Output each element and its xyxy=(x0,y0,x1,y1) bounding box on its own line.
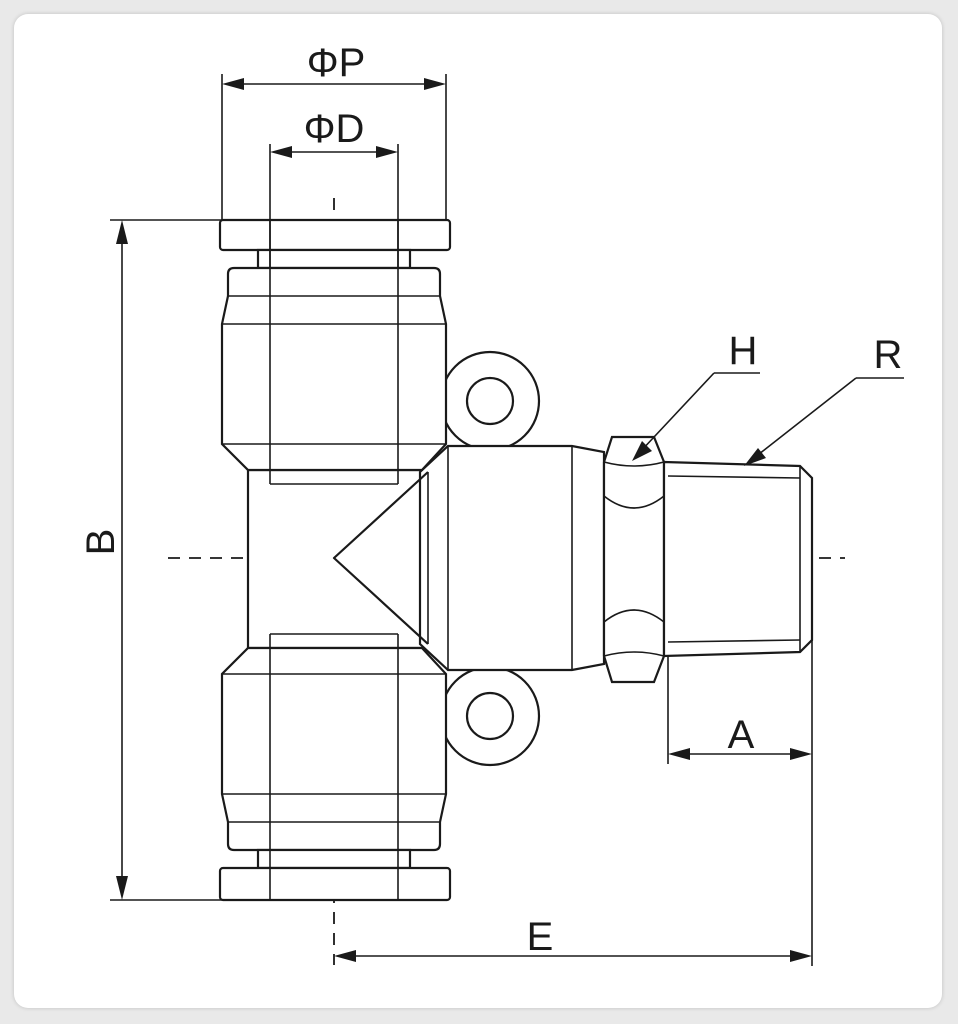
branch-body xyxy=(246,444,606,672)
label-b: B xyxy=(79,529,123,556)
hex-nut xyxy=(602,435,666,684)
label-h: H xyxy=(729,329,758,373)
dimension-a xyxy=(667,600,813,966)
label-r: R xyxy=(874,333,903,377)
leader-r xyxy=(744,377,904,466)
male-thread xyxy=(662,460,814,658)
dimension-b xyxy=(110,219,300,901)
leader-h xyxy=(632,372,760,461)
lower-port xyxy=(218,633,452,902)
mounting-lug-top xyxy=(439,350,541,452)
upper-port xyxy=(218,218,452,485)
mounting-lug-bottom xyxy=(439,665,541,767)
label-phi-p: ΦP xyxy=(307,41,366,85)
label-phi-d: ΦD xyxy=(304,107,365,151)
label-a: A xyxy=(728,713,755,757)
dimension-phi-p xyxy=(221,74,447,220)
dimension-e xyxy=(334,950,812,962)
label-e: E xyxy=(527,915,554,959)
dimension-phi-d xyxy=(269,144,399,268)
